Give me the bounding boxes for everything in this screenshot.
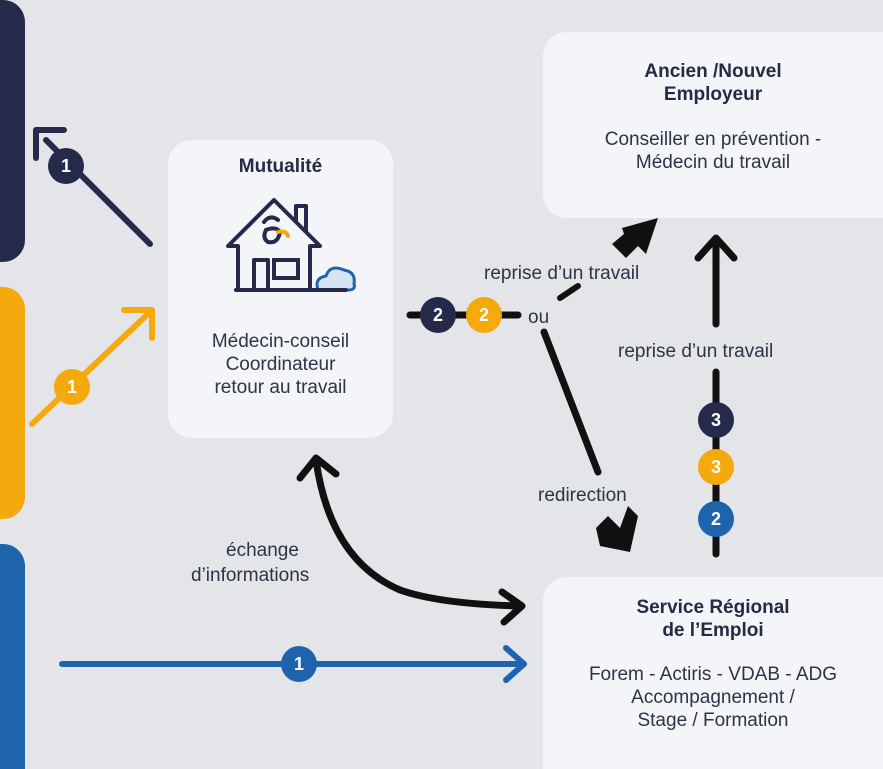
service-line2: Accompagnement /	[631, 687, 795, 708]
mutualite-line2: Coordinateur	[225, 354, 336, 375]
employeur-title-line1: Ancien /Nouvel	[644, 61, 782, 82]
badge-orange-3: 3	[698, 449, 734, 485]
service-line1: Forem - Actiris - VDAB - ADG	[588, 664, 838, 685]
service-line3: Stage / Formation	[637, 710, 789, 731]
navy-arrow	[33, 127, 153, 247]
label-echange-line1: échange	[226, 540, 299, 561]
label-ou: ou	[528, 307, 550, 328]
badge-navy-2: 2	[420, 297, 456, 333]
service-title-line2: de l’Emploi	[662, 620, 764, 641]
badge-orange-2: 2	[466, 297, 502, 333]
service-box: Service Régional de l’Emploi Forem - Act…	[543, 577, 883, 769]
label-redirection: redirection	[538, 485, 627, 506]
badge-blue-2: 2	[698, 501, 734, 537]
label-reprise-right: reprise d’un travail	[618, 341, 774, 362]
dash-to-employer	[557, 283, 581, 301]
badge-blue-1: 1	[281, 646, 317, 682]
service-title-line1: Service Régional	[636, 597, 790, 618]
employeur-title-line2: Employeur	[663, 84, 763, 105]
orange-arrow	[29, 307, 155, 427]
house-icon	[225, 198, 356, 292]
badge-navy-3: 3	[698, 402, 734, 438]
redirection-arrow	[540, 328, 602, 476]
label-reprise-left: reprise d’un travail	[484, 263, 640, 284]
sidebar-blue	[0, 544, 25, 769]
label-echange-line2: d’informations	[191, 565, 310, 586]
exchange-arrow	[296, 454, 526, 626]
employeur-line1: Conseiller en prévention -	[604, 129, 822, 150]
redirection-arrowhead	[596, 506, 638, 552]
badge-orange-1: 1	[54, 369, 90, 405]
sidebar-orange	[0, 287, 25, 519]
mutualite-line1: Médecin-conseil	[211, 331, 350, 352]
mutualite-line3: retour au travail	[214, 377, 347, 398]
sidebar-navy	[0, 0, 25, 262]
employeur-box: Ancien /Nouvel Employeur Conseiller en p…	[543, 32, 883, 218]
employeur-line2: Médecin du travail	[635, 152, 791, 173]
employer-arrowhead-left	[612, 218, 658, 258]
mutualite-box: Mutualité Médecin-conseil Coordinateur r…	[168, 140, 393, 438]
mutualite-title: Mutualité	[238, 156, 323, 177]
badge-navy-1: 1	[48, 148, 84, 184]
